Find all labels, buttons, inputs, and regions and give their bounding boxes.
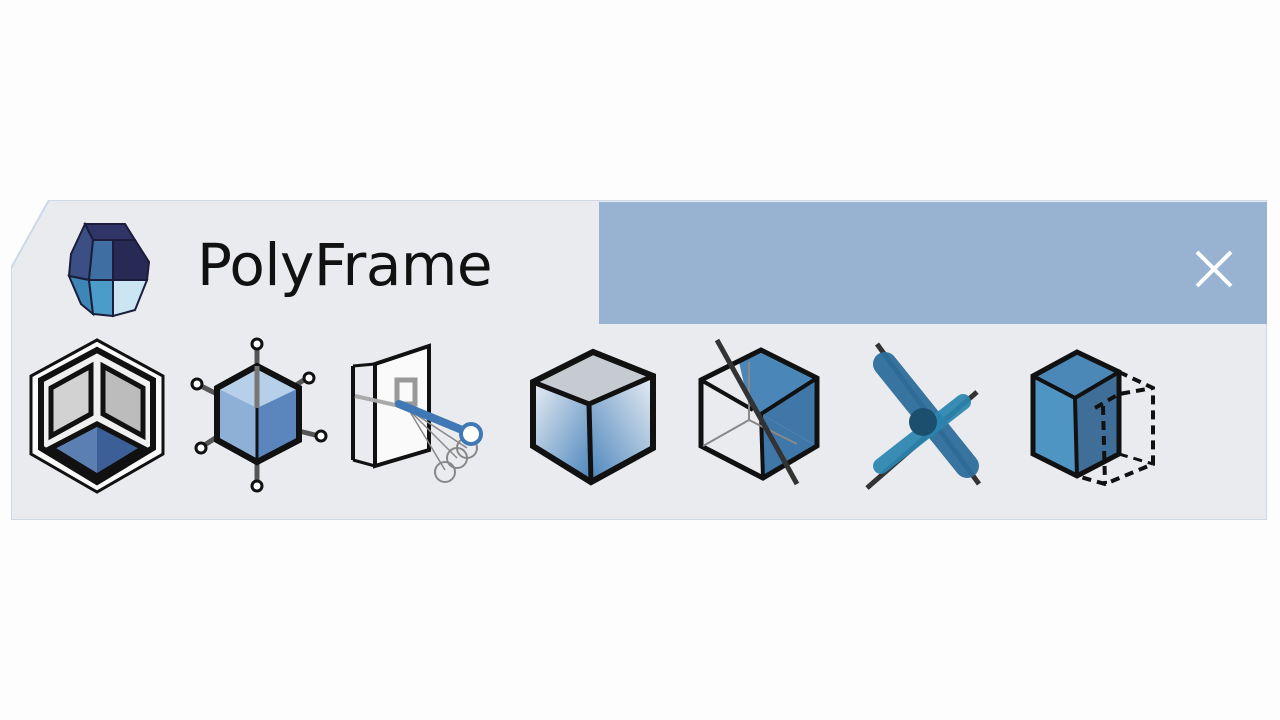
cube-offset-icon <box>1030 349 1155 487</box>
exploded-polyhedron-icon <box>29 338 165 494</box>
tool-button-6[interactable] <box>853 336 993 496</box>
close-icon <box>1195 250 1233 288</box>
tool-button-1[interactable] <box>29 336 169 496</box>
tab-strip-bar[interactable] <box>599 202 1267 324</box>
tool-button-4[interactable] <box>529 336 669 496</box>
tool-button-2[interactable] <box>189 336 329 496</box>
window-title: PolyFrame <box>197 231 493 299</box>
polyframe-logo-icon <box>67 221 151 318</box>
tool-button-7[interactable] <box>1025 336 1165 496</box>
tool-button-3[interactable] <box>349 336 489 496</box>
cube-cut-plane-icon <box>698 338 820 486</box>
cube-with-axes-icon <box>190 337 328 493</box>
toolbar <box>11 336 1267 501</box>
gradient-cube-icon <box>530 348 656 486</box>
polyframe-toolbar-window: PolyFrame <box>11 200 1267 520</box>
tool-button-5[interactable] <box>693 336 833 496</box>
face-pull-handle-icon <box>351 343 483 483</box>
close-button[interactable] <box>1189 244 1239 294</box>
crossed-edges-icon <box>865 342 982 490</box>
